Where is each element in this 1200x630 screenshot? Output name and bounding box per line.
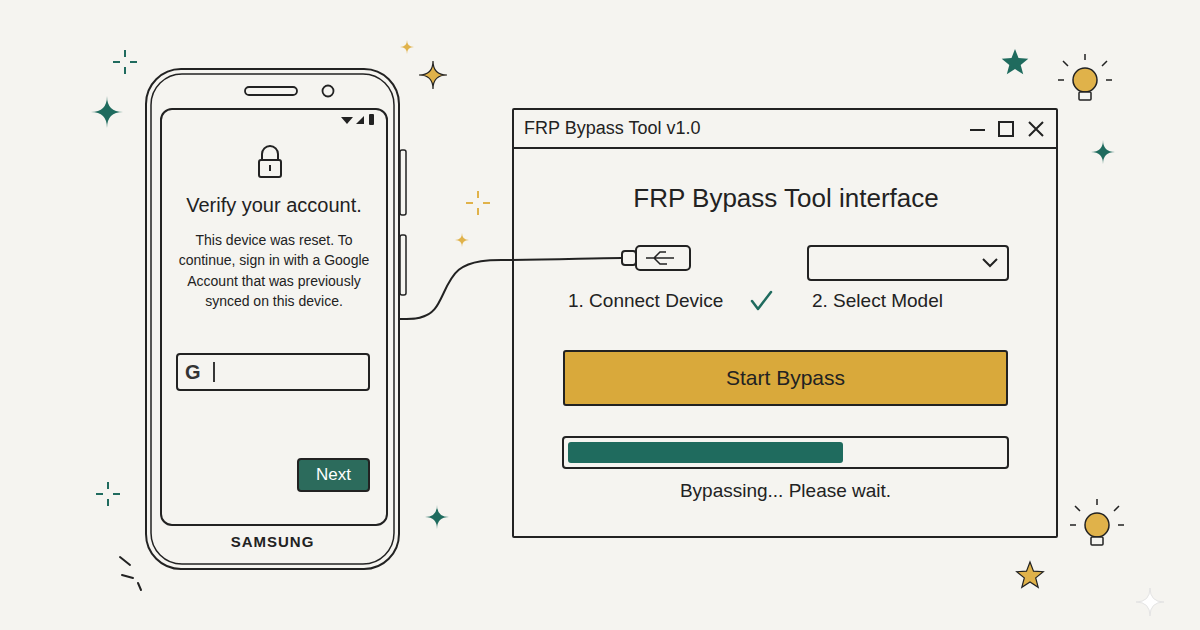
progress-track	[563, 437, 1008, 468]
phone-inner-outline	[151, 74, 394, 564]
phone-screen: G Next Verify your account. This device was…	[160, 108, 388, 526]
lightbulb-base	[1091, 537, 1103, 545]
sparkle-cross	[96, 482, 120, 506]
check-mark	[752, 292, 771, 309]
front-camera	[323, 86, 334, 97]
sparkle	[425, 505, 449, 529]
sparkle	[400, 40, 414, 54]
lightbulb-rays	[1058, 54, 1112, 80]
screen-body: This device was reset. To continue, sign…	[178, 230, 370, 311]
account-input: G	[176, 353, 370, 391]
usb-cable	[400, 260, 512, 319]
dropdown-chevron	[983, 259, 997, 266]
lock-shackle	[262, 146, 278, 160]
lightbulb	[1073, 68, 1097, 92]
window-title: FRP Bypass Tool v1.0	[524, 118, 844, 140]
side-button	[400, 150, 406, 215]
brand-name: SAMSUNG	[145, 533, 400, 551]
wifi-icon	[341, 117, 353, 124]
status-text: Bypassing... Please wait.	[563, 480, 1008, 503]
usb-symbol	[646, 252, 674, 264]
lightbulb-base	[1079, 92, 1091, 100]
minimize-icon	[970, 129, 985, 131]
maximize-icon	[999, 122, 1013, 136]
sparkle	[455, 233, 469, 247]
sparkle-cross	[466, 191, 490, 215]
lightbulb	[1085, 513, 1109, 537]
lock-body	[259, 160, 281, 177]
tool-window: Start Bypass FRP Bypass Tool v1.0FRP Bypa…	[512, 108, 1058, 538]
button-label: Start Bypass	[563, 365, 1008, 390]
battery-icon	[369, 114, 374, 125]
sparkle-cross	[113, 50, 137, 74]
lock-keyhole	[269, 165, 271, 171]
google-logo: G	[185, 360, 209, 384]
phone-body: G Next Verify your account. This device was…	[145, 68, 400, 570]
side-button	[400, 235, 406, 295]
text-caret	[213, 362, 215, 382]
screen-heading: Verify your account.	[160, 193, 388, 217]
signal-icon	[356, 116, 364, 124]
motion-lines	[120, 557, 141, 590]
usb-plug	[636, 246, 690, 270]
sparkle	[1136, 588, 1164, 616]
star	[1002, 49, 1029, 74]
next-button: Next	[297, 458, 370, 492]
sparkle	[91, 96, 123, 128]
start-button: Start Bypass	[563, 350, 1008, 406]
sparkle	[1091, 140, 1115, 164]
close-icon	[1029, 122, 1043, 136]
speaker-slot	[245, 87, 297, 95]
usb-cable	[512, 258, 622, 260]
star	[1017, 562, 1044, 587]
usb-plug-neck	[622, 251, 636, 265]
model-dropdown	[808, 246, 1008, 280]
step-label: 1. Connect Device	[568, 290, 758, 313]
button-label: Next	[297, 465, 370, 485]
title-bar-line	[512, 147, 1058, 149]
sparkle	[419, 61, 447, 89]
progress-fill	[568, 442, 843, 463]
step-label: 2. Select Model	[812, 290, 1012, 313]
window-heading: FRP Bypass Tool interface	[540, 183, 1032, 214]
lightbulb-rays	[1070, 499, 1124, 525]
